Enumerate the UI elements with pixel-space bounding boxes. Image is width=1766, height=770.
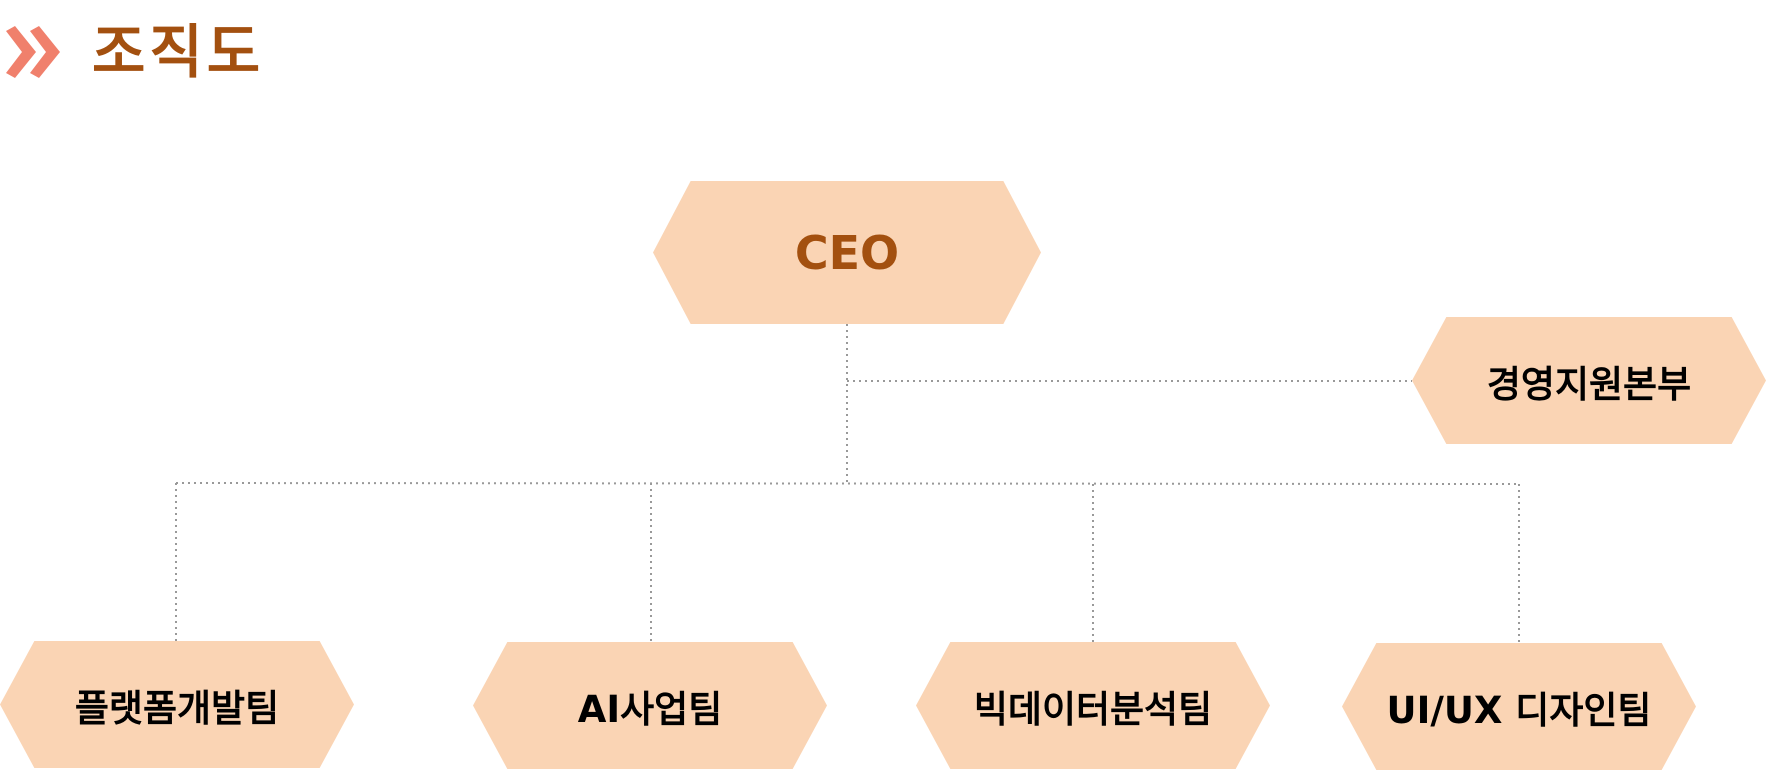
team-node-platform: 플랫폼개발팀 (0, 641, 354, 768)
double-chevron-right-icon (6, 26, 60, 78)
ceo-node: CEO (653, 181, 1041, 324)
management-support-label: 경영지원본부 (1486, 362, 1692, 406)
team-node-ai: AI사업팀 (473, 642, 827, 769)
team-node-bigdata: 빅데이터분석팀 (916, 642, 1270, 769)
connector-team-bus (175, 482, 1520, 485)
management-support-node: 경영지원본부 (1412, 317, 1766, 444)
team-label: UI/UX 디자인팀 (1386, 688, 1652, 732)
ceo-label: CEO (794, 225, 900, 280)
team-node-uiux: UI/UX 디자인팀 (1342, 643, 1696, 770)
header: 조직도 (0, 0, 400, 100)
page-title: 조직도 (92, 18, 265, 86)
team-label: 플랫폼개발팀 (74, 686, 280, 730)
team-label: 빅데이터분석팀 (973, 687, 1213, 731)
team-label: AI사업팀 (577, 687, 723, 731)
